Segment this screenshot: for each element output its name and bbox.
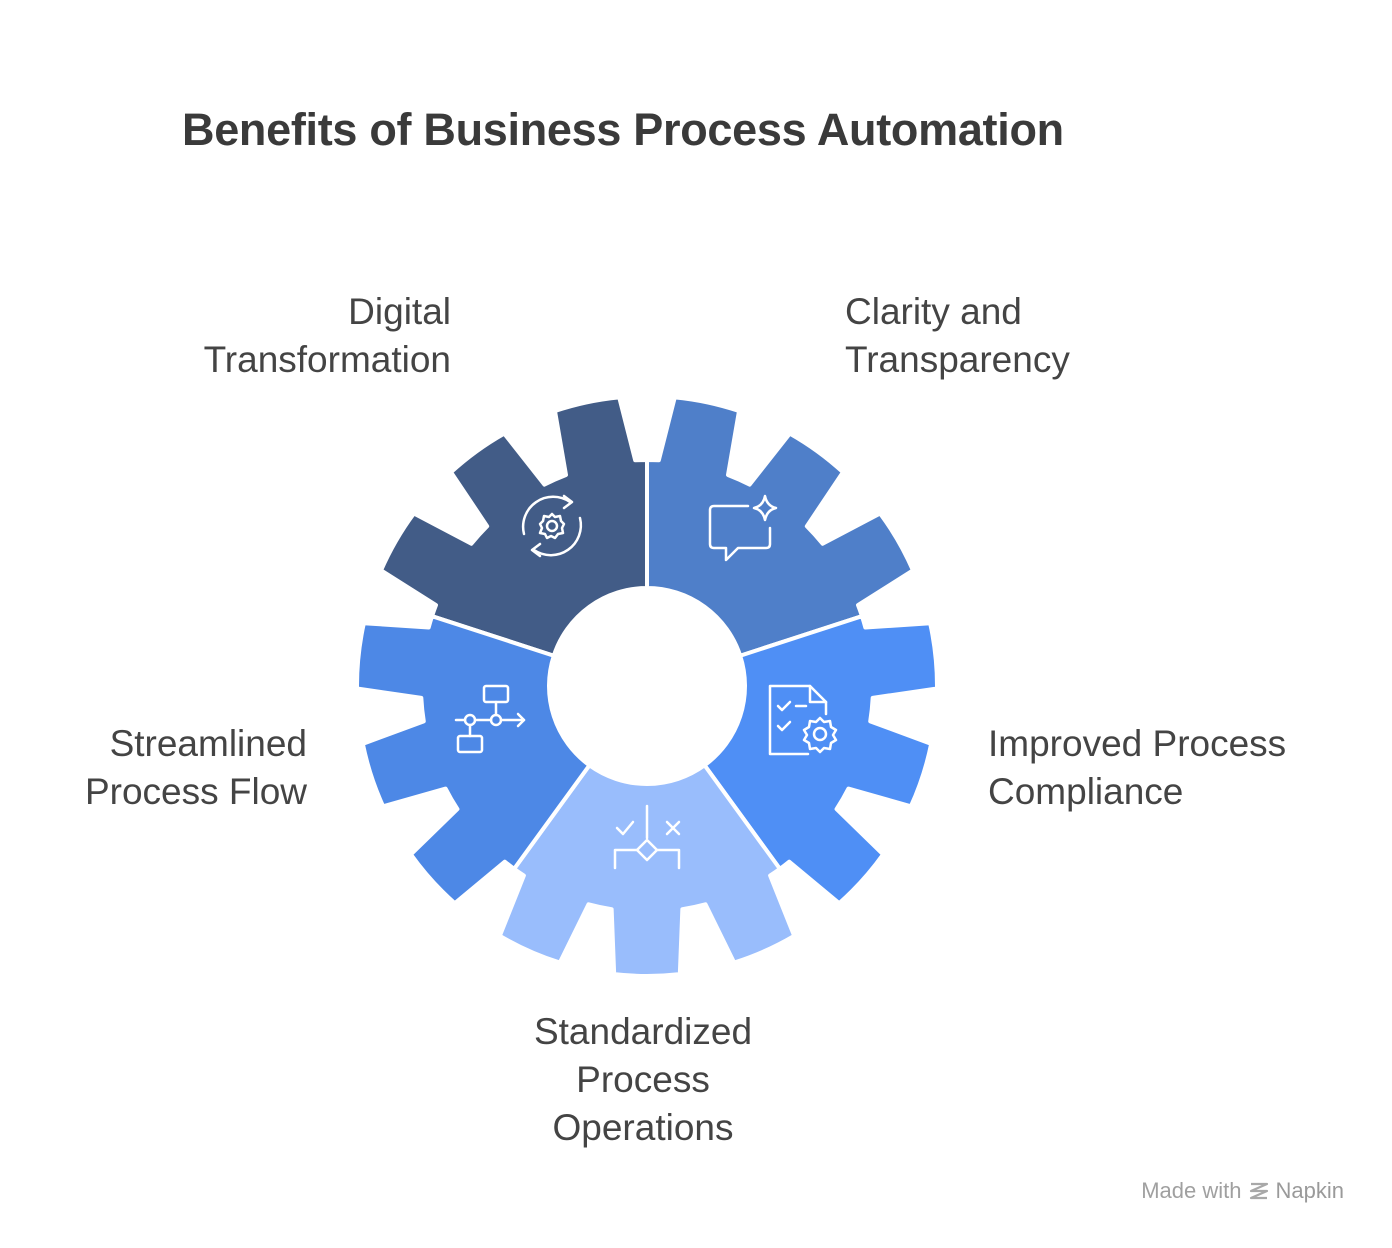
gear-segment-improved [702,614,939,906]
label-digital-transformation: Digital Transformation [204,288,451,384]
label-line: Clarity and [845,291,1022,332]
label-standardized-process-operations: Standardized Process Operations [534,1008,752,1152]
made-with-text: Made with [1141,1178,1242,1203]
label-line: Process Flow [84,771,307,812]
diagram-title: Benefits of Business Process Automation [182,104,1064,155]
gear-segment-standardized [497,763,797,978]
label-line: Improved Process [988,723,1287,764]
made-with-napkin-footer: Made with Napkin [1141,1178,1344,1204]
checklist-gear-icon [768,684,838,756]
napkin-logo-icon [1249,1182,1268,1200]
flowchart-icon [454,684,526,754]
refresh-gear-icon [521,494,583,558]
chat-sparkle-icon [708,494,778,562]
gear-segment-streamlined [355,614,592,906]
label-line: Streamlined [109,723,307,764]
brand-text: Napkin [1275,1178,1344,1203]
label-clarity-transparency: Clarity and Transparency [845,288,1070,384]
label-line: Transparency [845,339,1070,380]
label-line: Transformation [203,339,451,380]
label-line: Compliance [988,771,1184,812]
label-line: Process [576,1059,710,1100]
decision-split-icon [613,804,681,870]
label-line: Operations [552,1107,734,1148]
label-streamlined-process-flow: Streamlined Process Flow [85,720,307,816]
label-line: Standardized [533,1011,753,1052]
label-improved-process-compliance: Improved Process Compliance [988,720,1286,816]
gear-segment-clarity [645,395,915,658]
label-line: Digital [348,291,451,332]
gear-segment-digital [379,395,649,658]
